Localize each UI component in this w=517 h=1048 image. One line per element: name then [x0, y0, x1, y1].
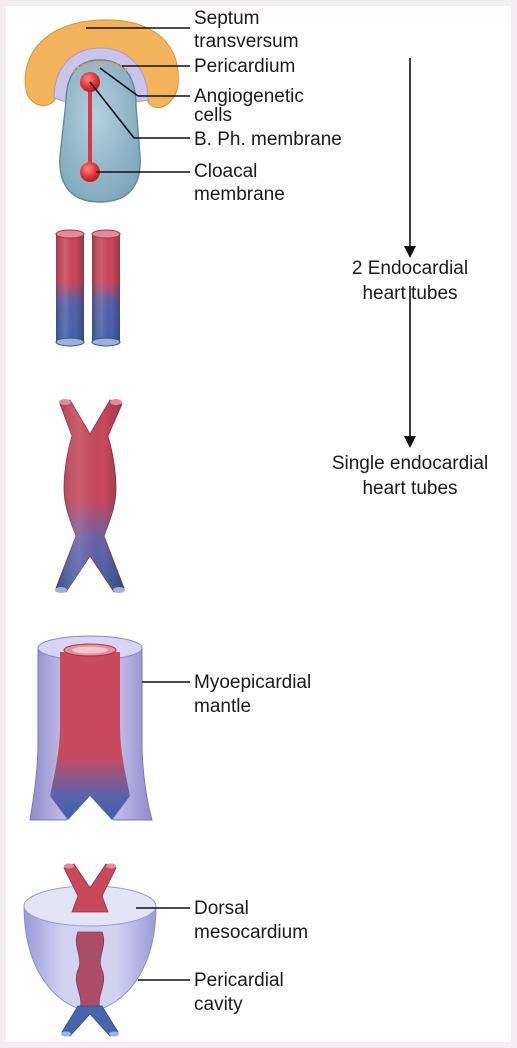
step-label-2-line2: heart tubes	[362, 478, 457, 499]
flow-arrow-2-head	[404, 436, 416, 448]
label-septum-2: transversum	[194, 31, 299, 52]
heart-development-diagram: Septum transversum Pericardium Angiogene…	[6, 6, 511, 1042]
myoepicardial-mantle-stage	[30, 636, 152, 820]
step-label-2-line1: Single endocardial	[332, 453, 488, 474]
figure-canvas: Septum transversum Pericardium Angiogene…	[6, 6, 511, 1042]
label-cloacal-2: membrane	[194, 184, 285, 205]
label-bph: B. Ph. membrane	[194, 129, 342, 150]
embryonic-disc	[25, 20, 178, 202]
label-pcav-1: Pericardial	[194, 970, 284, 991]
label-pcav-2: cavity	[194, 994, 243, 1015]
step-label-1-line1: 2 Endocardial	[352, 258, 468, 279]
label-dorsal-2: mesocardium	[194, 922, 308, 943]
pericardial-cavity-stage	[24, 864, 156, 1037]
paired-endocardial-tubes	[56, 230, 120, 346]
label-angio-2: cells	[194, 105, 232, 126]
single-endocardial-tube	[55, 399, 125, 593]
label-myo-1: Myoepicardial	[194, 672, 311, 693]
label-dorsal-1: Dorsal	[194, 898, 249, 919]
label-septum-1: Septum	[194, 8, 259, 29]
label-pericardium: Pericardium	[194, 56, 295, 77]
label-angio-1: Angiogenetic	[194, 86, 304, 107]
flow-arrow-1-head	[404, 246, 416, 258]
label-cloacal-1: Cloacal	[194, 161, 257, 182]
label-myo-2: mantle	[194, 696, 251, 717]
